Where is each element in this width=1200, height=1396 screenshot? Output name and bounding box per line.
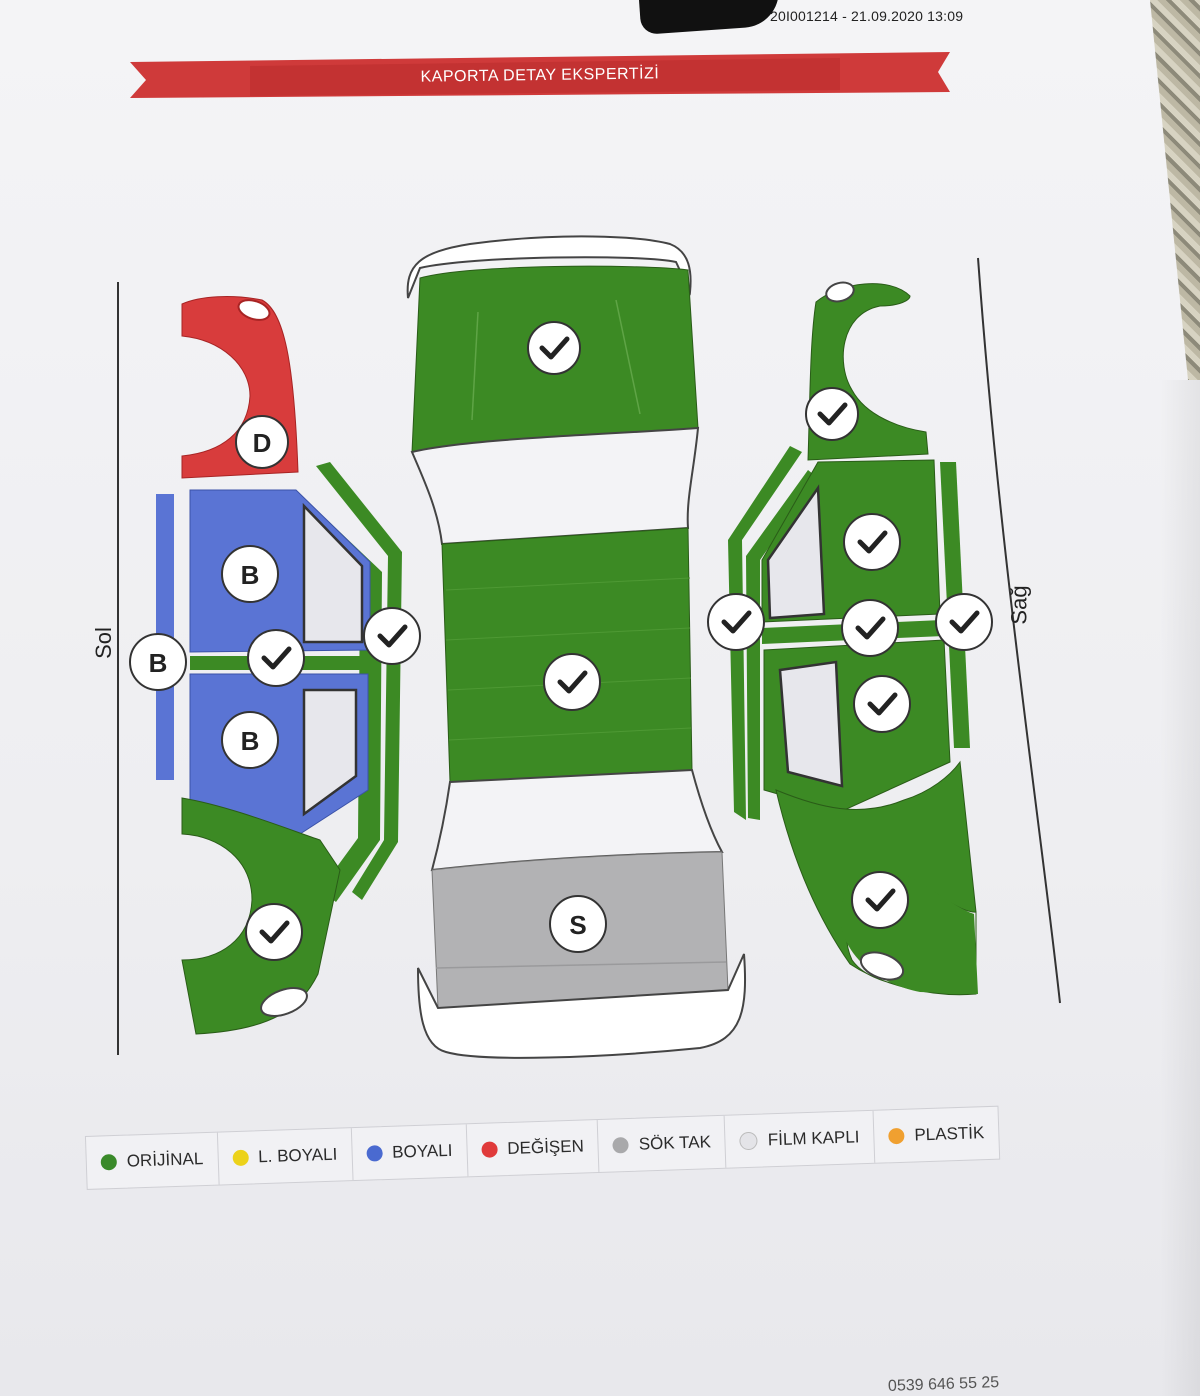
- legend-item-plastik: PLASTİK: [874, 1107, 1000, 1163]
- check-marker-right-door-split: [841, 599, 899, 657]
- legend-label: ORİJİNAL: [126, 1149, 204, 1171]
- front-bumper: [406, 235, 692, 299]
- legend-label: FİLM KAPLI: [767, 1127, 860, 1150]
- marker-left-front-fender: D: [235, 415, 289, 469]
- legend-label: SÖK TAK: [638, 1132, 712, 1154]
- legend-item-film-kapli: FİLM KAPLI: [725, 1110, 876, 1168]
- left-rear-window: [302, 688, 358, 817]
- check-marker-right-pillar: [707, 593, 765, 651]
- svg-text:D: D: [253, 428, 272, 458]
- check-marker-roof: [543, 653, 601, 711]
- svg-text:S: S: [569, 910, 586, 940]
- rear-bumper: [417, 953, 747, 1059]
- legend-dot-l-boyali: [232, 1149, 249, 1167]
- legend-label: DEĞİŞEN: [507, 1136, 585, 1158]
- check-marker-left-door-split: [247, 629, 305, 687]
- legend-dot-plastik: [888, 1127, 905, 1145]
- legend-item-sok-tak: SÖK TAK: [597, 1115, 727, 1172]
- check-marker-hood: [527, 321, 581, 375]
- left-front-window: [302, 502, 364, 644]
- legend-item-l-boyali: L. BOYALI: [217, 1128, 354, 1185]
- legend-dot-orijinal: [100, 1153, 118, 1171]
- legend-dot-boyali: [365, 1145, 383, 1162]
- svg-text:B: B: [241, 560, 260, 590]
- banner-title: KAPORTA DETAY EKSPERTİZİ: [420, 63, 659, 85]
- right-front-window: [766, 484, 826, 620]
- marker-left-rear-door: B: [221, 711, 279, 769]
- marker-left-front-door: B: [221, 545, 279, 603]
- title-banner: KAPORTA DETAY EKSPERTİZİ: [130, 52, 950, 98]
- marker-left-sill: B: [129, 633, 187, 691]
- check-marker-left-rear-fender: [245, 903, 303, 961]
- legend-label: L. BOYALI: [257, 1144, 338, 1167]
- legend-label: PLASTİK: [914, 1123, 985, 1145]
- legend-dot-sok-tak: [612, 1136, 630, 1154]
- windshield: [410, 426, 700, 546]
- legend-item-orijinal: ORİJİNAL: [85, 1132, 220, 1189]
- check-marker-right-rear-door: [853, 675, 911, 733]
- legend-item-boyali: BOYALI: [351, 1124, 469, 1181]
- svg-text:B: B: [241, 726, 260, 756]
- legend-item-degisen: DEĞİŞEN: [466, 1119, 600, 1177]
- side-label-left: Sol: [90, 627, 116, 659]
- check-marker-right-front-door: [843, 513, 901, 571]
- svg-text:B: B: [149, 648, 168, 678]
- marker-trunk: S: [549, 895, 607, 953]
- check-marker-right-sill: [935, 593, 993, 651]
- check-marker-right-rear-fender: [851, 871, 909, 929]
- paper-shadow: [1160, 380, 1200, 1396]
- legend-dot-degisen: [481, 1141, 498, 1158]
- check-marker-right-front-fender: [805, 387, 859, 441]
- report-reference: 20I001214 - 21.09.2020 13:09: [770, 8, 964, 24]
- legend-label: BOYALI: [391, 1140, 453, 1162]
- right-side-line: [977, 257, 1061, 1004]
- legend-dot-film-kapli: [739, 1131, 759, 1151]
- side-label-right: Sağ: [1006, 585, 1032, 625]
- right-rear-window: [778, 660, 844, 788]
- check-marker-left-pillar: [363, 607, 421, 665]
